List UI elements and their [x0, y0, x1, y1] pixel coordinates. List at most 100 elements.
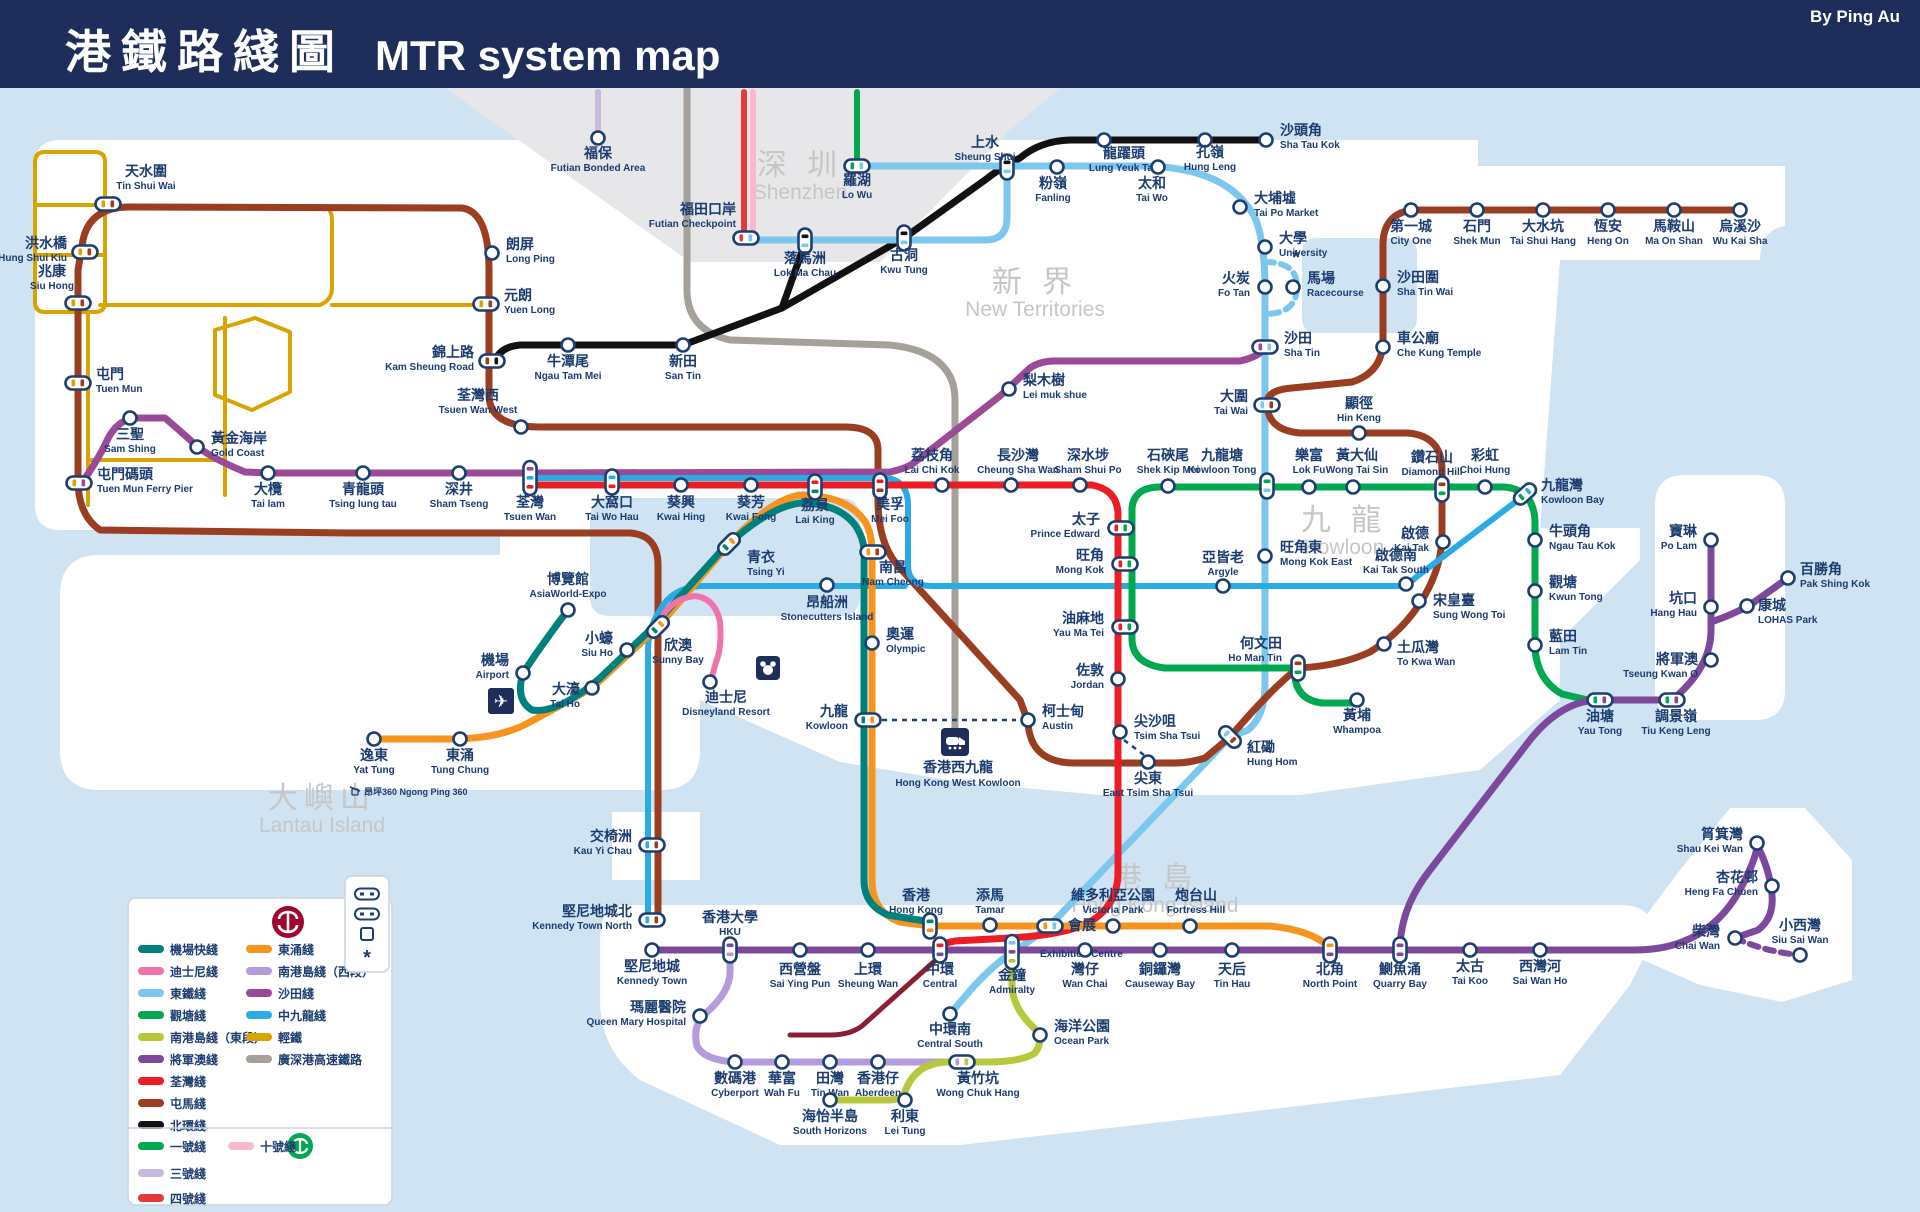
station-marker — [1224, 942, 1240, 958]
capsule-dash — [80, 379, 85, 387]
disneyland-icon — [756, 656, 780, 680]
capsule-dash — [1008, 959, 1016, 963]
label-en: Sham Shui Po — [1054, 465, 1121, 476]
label-zh: 鑽石山 — [1411, 449, 1453, 465]
label-zh: 紅磡 — [1247, 739, 1275, 755]
interchange-marker — [638, 912, 666, 928]
station-label-tai-wo: 太和 Tai Wo — [1136, 175, 1168, 204]
legend-item-2: 東鐵綫 — [138, 986, 206, 1001]
label-zh: 坑口 — [1669, 590, 1697, 606]
legend-swatch — [138, 1194, 164, 1202]
legend-label: 荃灣綫 — [170, 1074, 206, 1089]
label-en: Kai Tak — [1394, 543, 1429, 554]
label-zh: 孔嶺 — [1196, 144, 1225, 160]
label-en: Diamond Hill — [1401, 467, 1462, 478]
label-zh: 小蠔 — [585, 630, 613, 646]
legend-label: 機場快綫 — [170, 942, 218, 957]
capsule — [1251, 339, 1279, 355]
label-en: Airport — [476, 670, 510, 681]
station-marker — [560, 602, 576, 618]
label-zh: 香港大學 — [701, 909, 758, 925]
header-bar — [0, 0, 1920, 88]
capsule-dash — [1118, 623, 1123, 631]
capsule — [843, 158, 871, 174]
label-zh: 牛頭角 — [1549, 523, 1591, 539]
label-en: Che Kung Temple — [1397, 348, 1482, 359]
label-zh: 香港 — [901, 887, 931, 903]
interchange-marker — [932, 936, 948, 964]
station-marker — [189, 439, 205, 455]
label-zh: 朗屏 — [506, 236, 534, 252]
station-marker — [1375, 339, 1391, 355]
train-wheel — [948, 746, 952, 750]
capsule — [807, 473, 823, 501]
dash — [370, 912, 374, 916]
label-en: Wu Kai Sha — [1713, 236, 1768, 247]
dash — [360, 892, 364, 896]
capsule-dash — [526, 476, 534, 480]
label-en: Hung Leng — [1184, 162, 1236, 173]
label-zh: 西營盤 — [779, 961, 822, 977]
station-tai-wo: 太和 Tai Wo — [1136, 159, 1168, 204]
label-en: Tai Wai — [1214, 406, 1248, 417]
interchange-marker — [1004, 933, 1020, 971]
label-en: Kennedy Town North — [532, 921, 632, 932]
label-zh: 九龍灣 — [1540, 477, 1583, 493]
station-marker — [675, 337, 691, 353]
station-marker — [1732, 202, 1748, 218]
label-zh: 荔枝角 — [910, 447, 953, 463]
capsule — [1322, 936, 1338, 964]
label-en: Heng Fa Chuen — [1685, 887, 1758, 898]
legend-swatch — [138, 1033, 164, 1041]
label-zh: 荃灣西 — [457, 387, 499, 403]
interchange-marker — [999, 153, 1015, 181]
label-zh: 堅尼地城 — [624, 958, 680, 974]
label-zh: 數碼港 — [714, 1070, 757, 1086]
station-marker — [1072, 477, 1088, 493]
legend-item-r-4: 輕鐵 — [246, 1030, 302, 1045]
label-zh: 太和 — [1138, 175, 1166, 191]
ngong-ping-label: 昂坪360 Ngong Ping 360 — [349, 786, 468, 797]
station-marker — [1096, 132, 1112, 148]
label-en: Disneyland Resort — [682, 707, 770, 718]
station-diamond-hill: 鑽石山 Diamond Hill — [1401, 449, 1463, 503]
label-en: Tai Wo — [1136, 193, 1168, 204]
station-marker — [1351, 425, 1367, 441]
label-zh: 調景嶺 — [1655, 708, 1698, 724]
label-en: Mong Kok — [1056, 565, 1105, 576]
